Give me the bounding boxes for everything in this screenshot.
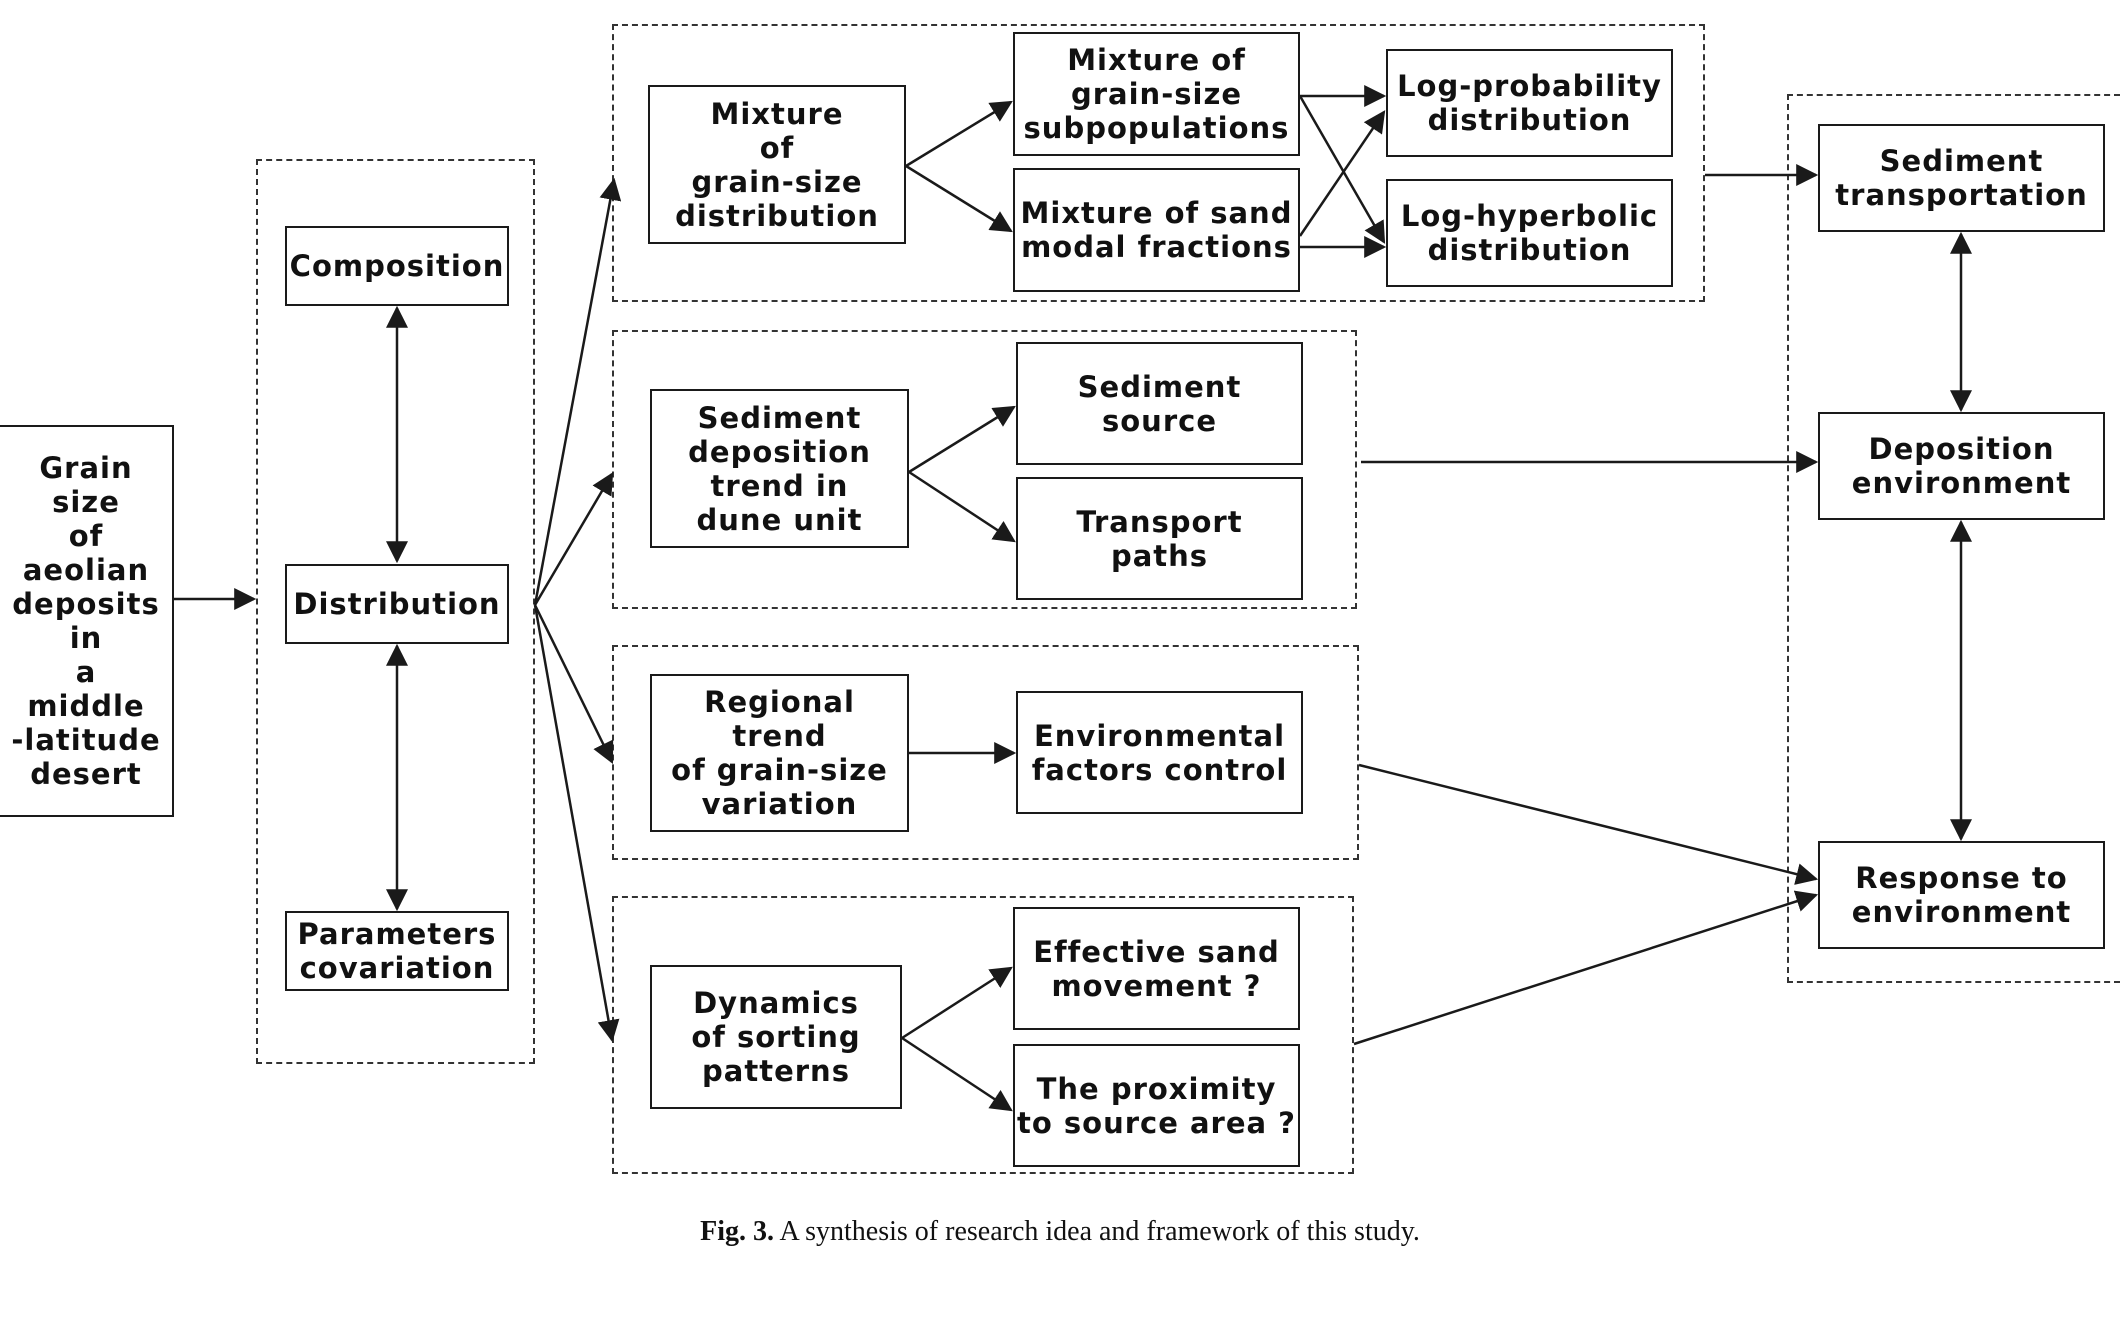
deposition-group-frame (612, 330, 1357, 609)
arrow-factors-to-response (1358, 763, 1819, 885)
arrow-fractions-to-logprob (1298, 110, 1386, 237)
aspects-group-frame (256, 159, 535, 1064)
arrow-trend-to-paths (908, 470, 1016, 543)
arrow-mixture-to-subpopulations (905, 100, 1013, 168)
source-node: Grain size of aeolian deposits in a midd… (0, 425, 174, 817)
arrow-to-sorting-group (533, 604, 620, 1043)
arrow-sorting-to-effective (901, 966, 1013, 1040)
outcomes-group-frame (1787, 94, 2120, 983)
log-probability-node: Log-probability distribution (1386, 49, 1673, 157)
mixture-distribution-node: Mixture of grain-size distribution (648, 85, 906, 244)
arrow-to-deposition-group (533, 472, 614, 606)
sediment-transportation-node: Sediment transportation (1818, 124, 2105, 232)
parameters-covariation-node: Parameters covariation (285, 911, 509, 991)
arrow-mixture-to-sand-fractions (905, 164, 1013, 233)
caption-label: Fig. 3. (700, 1216, 774, 1247)
effective-movement-node: Effective sand movement ? (1013, 907, 1300, 1030)
mixture-subpopulations-node: Mixture of grain-size subpopulations (1013, 32, 1300, 156)
deposition-environment-node: Deposition environment (1818, 412, 2105, 520)
deposition-trend-node: Sediment deposition trend in dune unit (650, 389, 909, 548)
caption-text: A synthesis of research idea and framewo… (773, 1216, 1420, 1247)
arrow-to-regional-group (533, 604, 614, 764)
arrow-to-mixture-group (533, 177, 622, 606)
transport-paths-node: Transport paths (1016, 477, 1303, 600)
response-environment-node: Response to environment (1818, 841, 2105, 949)
arrow-subpopulations-to-loghyper (1298, 95, 1386, 244)
distribution-node: Distribution (285, 564, 509, 644)
arrow-trend-to-source (908, 405, 1016, 474)
regional-trend-node: Regional trend of grain-size variation (650, 674, 909, 832)
log-hyperbolic-node: Log-hyperbolic distribution (1386, 179, 1673, 287)
sorting-dynamics-node: Dynamics of sorting patterns (650, 965, 902, 1109)
sediment-source-node: Sediment source (1016, 342, 1303, 465)
composition-node: Composition (285, 226, 509, 306)
mixture-sand-fractions-node: Mixture of sand modal fractions (1013, 168, 1300, 292)
figure-caption: Fig. 3. A synthesis of research idea and… (0, 1216, 2120, 1248)
arrow-sorting-to-proximity (901, 1036, 1013, 1112)
mixture-group-frame (612, 24, 1705, 302)
proximity-source-node: The proximity to source area ? (1013, 1044, 1300, 1167)
environmental-factors-node: Environmental factors control (1016, 691, 1303, 814)
arrow-sorting-group-to-response (1353, 890, 1819, 1046)
